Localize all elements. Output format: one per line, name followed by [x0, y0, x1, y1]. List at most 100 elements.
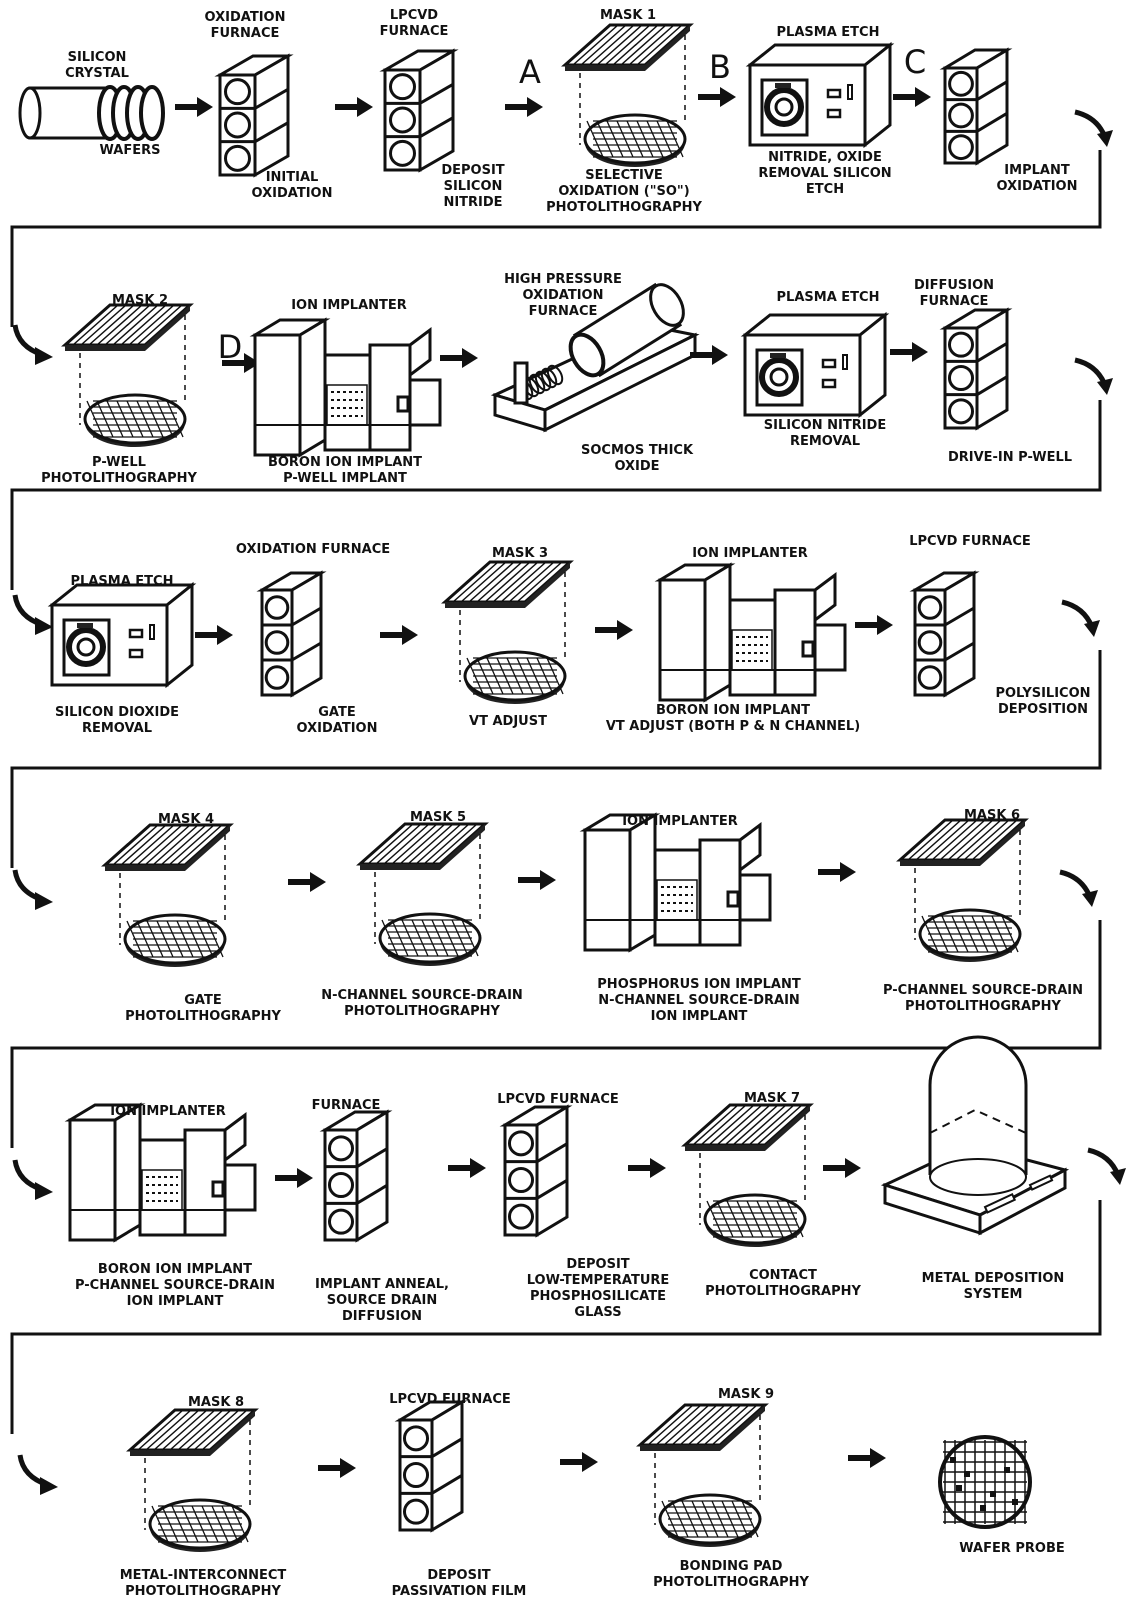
- label-metal-interconnect-photolithography: METAL-INTERCONNECT PHOTOLITHOGRAPHY: [119, 1568, 287, 1599]
- arrow-20: [823, 1158, 861, 1178]
- curve-arrow-2: [12, 324, 53, 365]
- label-mask-5: MASK 5: [409, 810, 467, 825]
- mask-5-icon: [356, 822, 489, 966]
- ion-implanter-icon-3: [579, 812, 772, 953]
- label-mask-1: MASK 1: [599, 8, 657, 23]
- curve-arrow-7: [1059, 869, 1098, 907]
- connector-2: [10, 400, 1102, 590]
- label-mask-4: MASK 4: [157, 812, 215, 827]
- label-mask-3: MASK 3: [491, 546, 549, 561]
- label-silicon-nitride-removal: SILICON NITRIDE REMOVAL: [763, 418, 887, 449]
- arrow-18: [448, 1158, 486, 1178]
- label-ion-implanter-2: ION IMPLANTER: [692, 546, 808, 561]
- plasma-etch-icon-1: [745, 41, 895, 149]
- step-letter-b: B: [709, 48, 731, 86]
- diffusion-furnace-icon: [939, 307, 1013, 431]
- plasma-etch-icon-3: [47, 581, 197, 689]
- arrow-5: [893, 87, 931, 107]
- gate-oxidation-furnace-icon: [256, 570, 327, 698]
- connector-3: [10, 650, 1102, 868]
- arrow-15: [518, 870, 556, 890]
- label-nitride-oxide-removal: NITRIDE, OXIDE REMOVAL SILICON ETCH: [758, 150, 892, 197]
- implant-oxidation-furnace-icon: [939, 47, 1013, 166]
- curve-arrow-4: [12, 594, 53, 635]
- arrow-3: [505, 97, 543, 117]
- connector-5: [10, 1200, 1102, 1434]
- label-socmos-thick-oxide: SOCMOS THICK OXIDE: [580, 443, 694, 474]
- mask-4-icon: [101, 823, 234, 967]
- arrow-9: [890, 342, 928, 362]
- curve-arrow-8: [12, 1159, 53, 1200]
- label-initial-oxidation: INITIAL OXIDATION: [251, 170, 333, 201]
- label-mask-2: MASK 2: [111, 293, 169, 308]
- label-p-well-photolithography: P-WELL PHOTOLITHOGRAPHY: [41, 455, 197, 486]
- high-pressure-furnace-icon: [490, 282, 700, 433]
- arrow-12: [595, 620, 633, 640]
- arrow-10: [195, 625, 233, 645]
- label-furnace: FURNACE: [311, 1098, 381, 1113]
- label-deposit-silicon-nitride: DEPOSIT SILICON NITRIDE: [441, 163, 505, 210]
- polysilicon-furnace-icon: [909, 570, 980, 698]
- label-implant-anneal: IMPLANT ANNEAL, SOURCE DRAIN DIFFUSION: [315, 1277, 449, 1324]
- label-drive-in-p-well: DRIVE-IN P-WELL: [947, 450, 1073, 465]
- arrow-2: [335, 97, 373, 117]
- label-polysilicon-deposition: POLYSILICON DEPOSITION: [995, 686, 1091, 717]
- label-bonding-pad-photolithography: BONDING PAD PHOTOLITHOGRAPHY: [653, 1559, 809, 1590]
- arrow-14: [288, 872, 326, 892]
- arrow-6: [222, 353, 260, 373]
- mask-8-icon: [126, 1408, 259, 1552]
- mask-6-icon: [896, 818, 1029, 962]
- metal-deposition-icon: [880, 1035, 1070, 1236]
- label-ion-implanter-1: ION IMPLANTER: [291, 298, 407, 313]
- label-implant-oxidation: IMPLANT OXIDATION: [996, 163, 1078, 194]
- curve-arrow-3: [1074, 357, 1113, 395]
- silicon-crystal-icon: [18, 85, 165, 141]
- label-plasma-etch-3: PLASMA ETCH: [70, 574, 174, 589]
- label-gate-photolithography: GATE PHOTOLITHOGRAPHY: [125, 993, 281, 1024]
- arrow-23: [848, 1448, 886, 1468]
- label-mask-7: MASK 7: [743, 1091, 801, 1106]
- label-p-channel-sd-photolithography: P-CHANNEL SOURCE-DRAIN PHOTOLITHOGRAPHY: [882, 983, 1084, 1014]
- arrow-13: [855, 615, 893, 635]
- label-lpcvd-furnace-4: LPCVD FURNACE: [389, 1392, 511, 1407]
- ion-implanter-icon-2: [654, 562, 847, 703]
- label-deposit-passivation-film: DEPOSIT PASSIVATION FILM: [391, 1568, 527, 1599]
- label-ion-implanter-4: ION IMPLANTER: [110, 1104, 226, 1119]
- label-plasma-etch-2: PLASMA ETCH: [776, 290, 880, 305]
- anneal-furnace-icon: [319, 1109, 393, 1243]
- label-ion-implanter-3: ION IMPLANTER: [622, 814, 738, 829]
- arrow-16: [818, 862, 856, 882]
- label-high-pressure-oxidation-furnace: HIGH PRESSURE OXIDATION FURNACE: [504, 272, 622, 319]
- label-selective-oxidation: SELECTIVE OXIDATION ("SO") PHOTOLITHOGRA…: [546, 168, 702, 215]
- label-diffusion-furnace: DIFFUSION FURNACE: [913, 278, 995, 309]
- label-wafer-probe: WAFER PROBE: [959, 1541, 1065, 1556]
- mask-1-icon: [561, 23, 694, 167]
- label-contact-photolithography: CONTACT PHOTOLITHOGRAPHY: [705, 1268, 861, 1299]
- label-boron-vt-adjust: BORON ION IMPLANT VT ADJUST (BOTH P & N …: [605, 703, 861, 734]
- lpcvd-furnace-icon: [379, 48, 459, 173]
- curve-arrow-6: [12, 869, 53, 910]
- step-letter-d: D: [217, 328, 243, 366]
- curve-arrow-9: [1087, 1147, 1126, 1185]
- connector-1: [10, 150, 1102, 327]
- passivation-furnace-icon: [394, 1399, 468, 1533]
- label-plasma-etch-1: PLASMA ETCH: [776, 25, 880, 40]
- plasma-etch-icon-2: [740, 311, 890, 419]
- label-silicon-dioxide-removal: SILICON DIOXIDE REMOVAL: [54, 705, 180, 736]
- ion-implanter-icon-4: [64, 1102, 257, 1243]
- arrow-21: [318, 1458, 356, 1478]
- label-boron-p-channel-implant: BORON ION IMPLANT P-CHANNEL SOURCE-DRAIN…: [74, 1262, 276, 1309]
- curve-arrow-1: [1074, 109, 1113, 147]
- label-mask-6: MASK 6: [963, 808, 1021, 823]
- label-vt-adjust: VT ADJUST: [469, 714, 547, 729]
- label-gate-oxidation: GATE OXIDATION: [296, 705, 378, 736]
- label-lpcvd-furnace-1: LPCVD FURNACE: [379, 8, 449, 39]
- psg-furnace-icon: [499, 1104, 573, 1238]
- label-mask-9: MASK 9: [717, 1387, 775, 1402]
- label-lpcvd-furnace-3: LPCVD FURNACE: [497, 1092, 619, 1107]
- arrow-8: [690, 345, 728, 365]
- arrow-19: [628, 1158, 666, 1178]
- label-deposit-psg: DEPOSIT LOW-TEMPERATURE PHOSPHOSILICATE …: [526, 1257, 670, 1320]
